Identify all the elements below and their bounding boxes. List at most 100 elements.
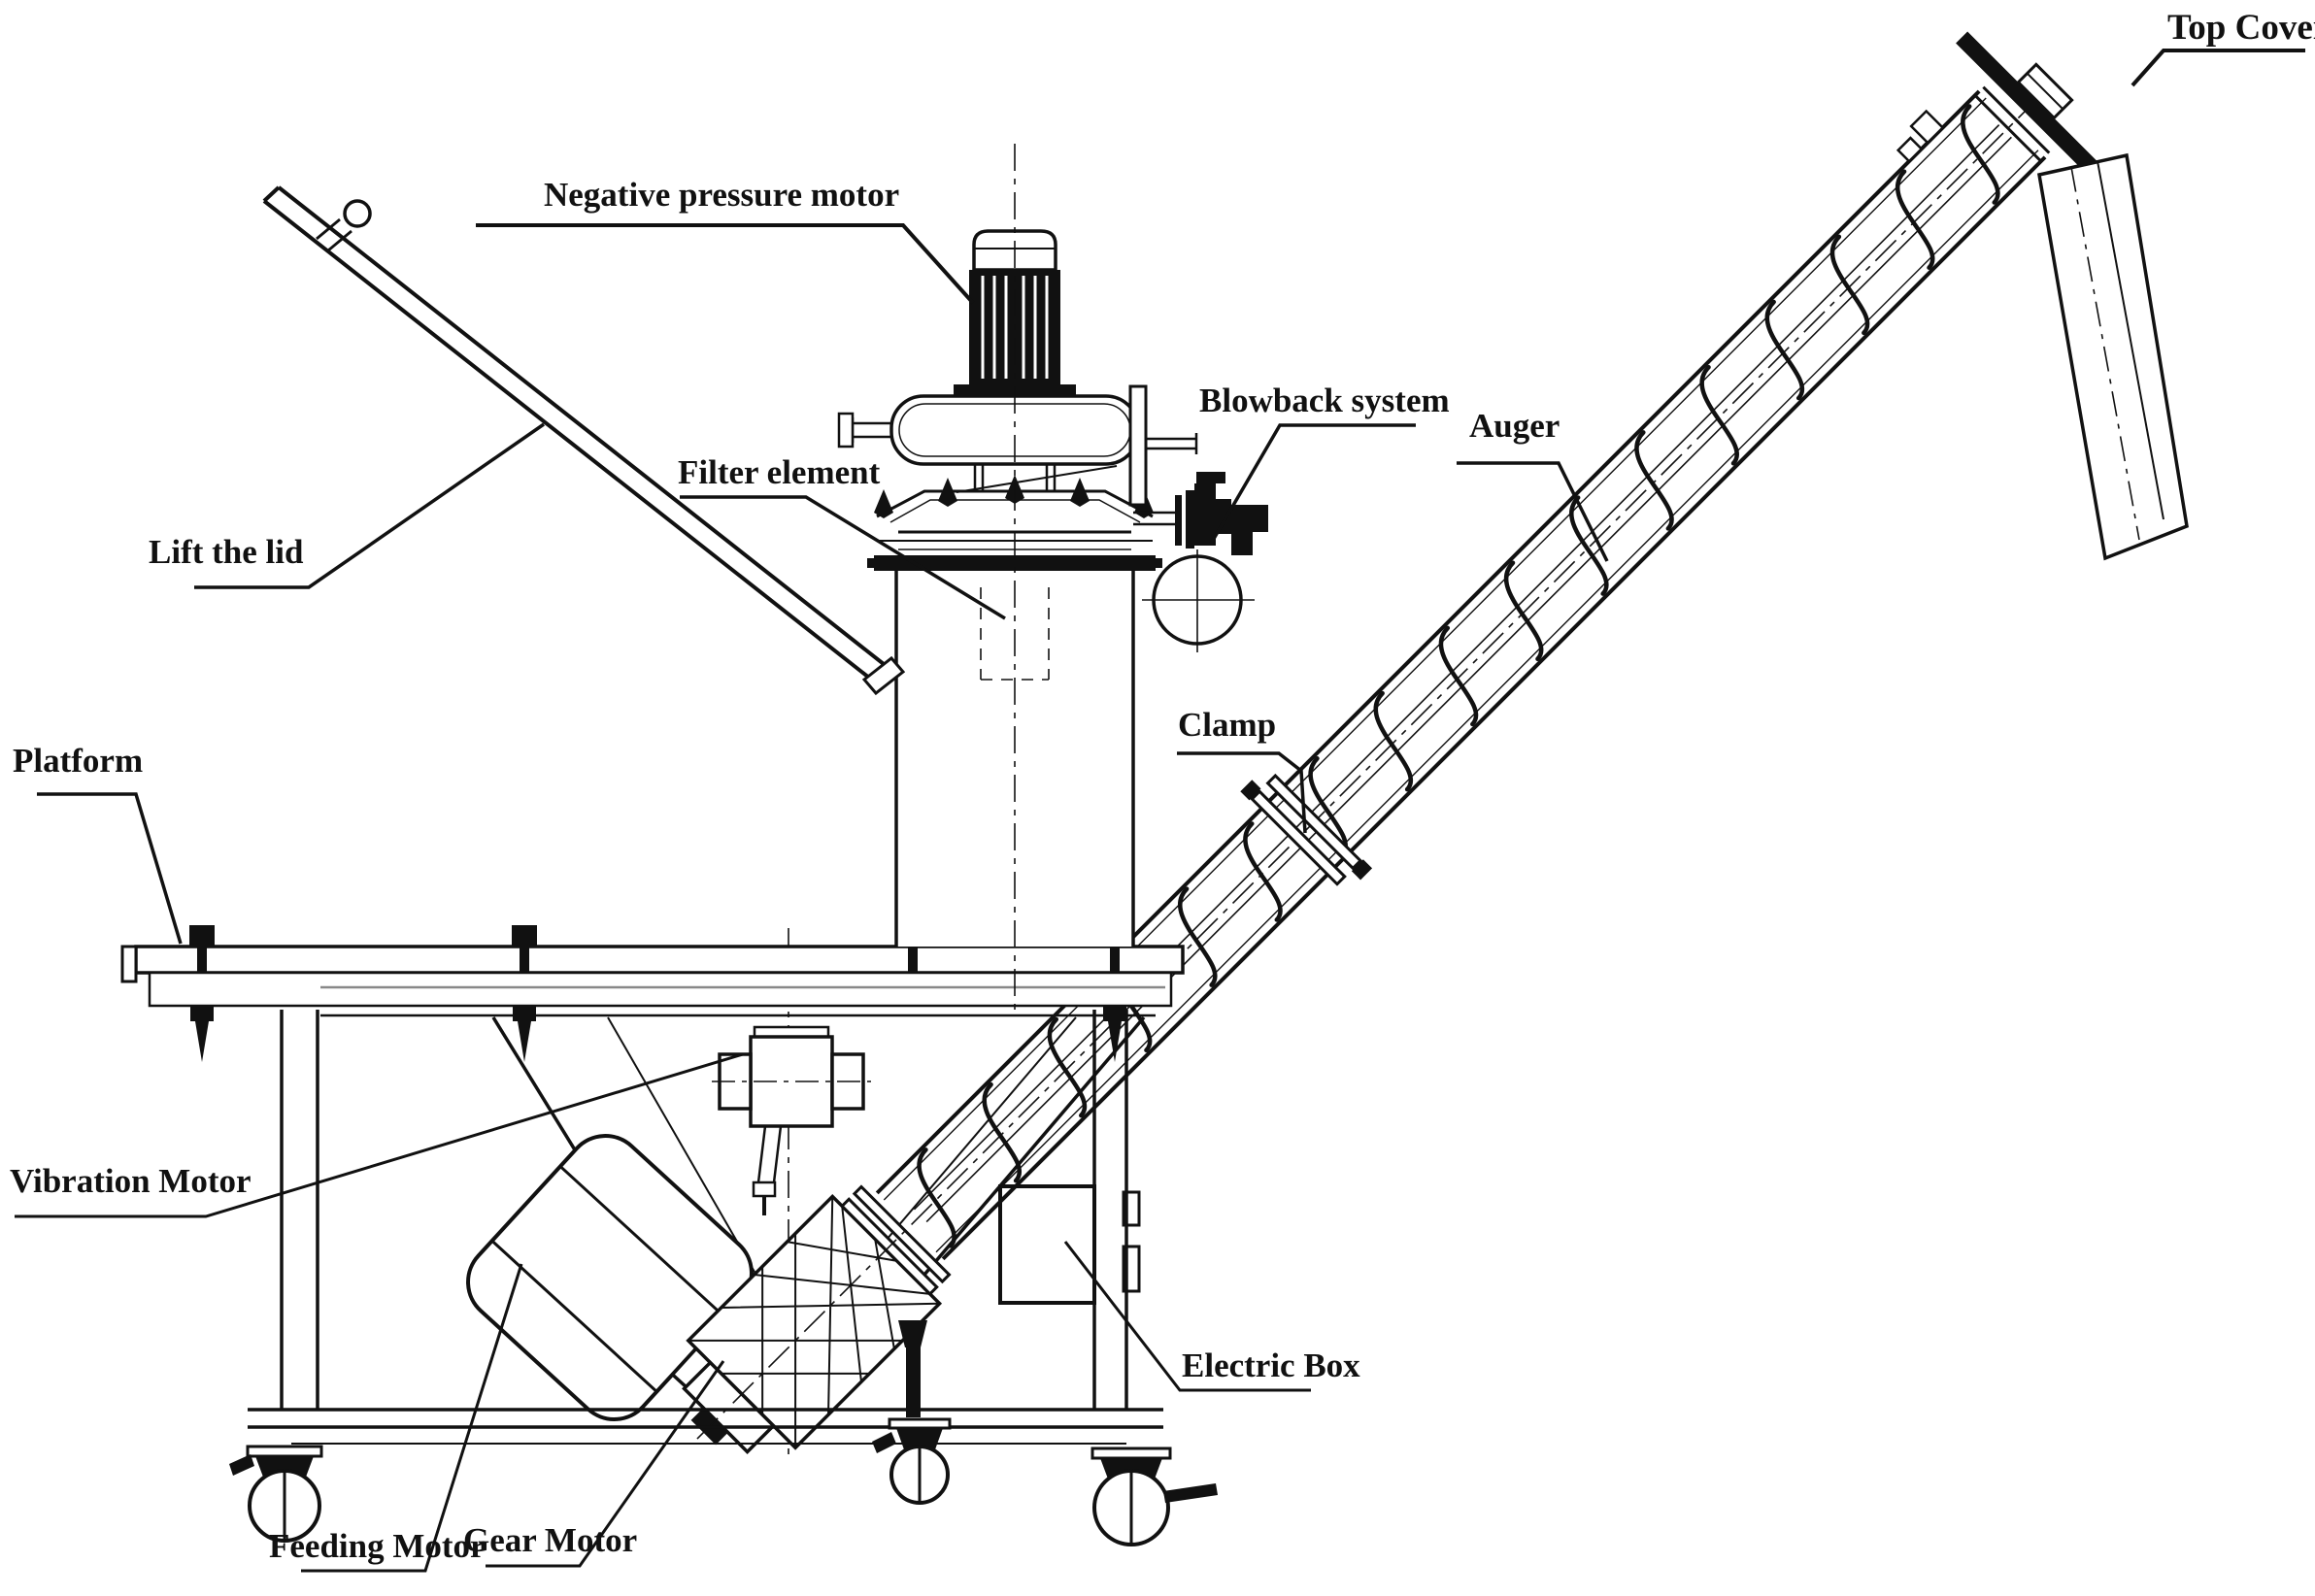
- clamp-band-1: [1250, 789, 1347, 886]
- frame-leg-right: [1092, 1010, 1128, 1410]
- label-top-cover: Top Cover: [2167, 8, 2315, 48]
- caster-plate: [246, 1445, 323, 1458]
- tube-top-bolt-2: [1909, 109, 1945, 145]
- callout-filter-element: Filter element: [678, 453, 1006, 620]
- caster-plate: [1090, 1446, 1172, 1460]
- tank-walls: [894, 560, 1135, 947]
- callout-electric-box: Electric Box: [1063, 1241, 1360, 1392]
- label-lift-the-lid: Lift the lid: [149, 533, 304, 571]
- label-filter-element: Filter element: [678, 453, 881, 491]
- callout-platform: Platform: [13, 742, 183, 945]
- tank-clamp-nub-left: [867, 558, 874, 568]
- chute-inner-wall: [2097, 160, 2164, 520]
- label-vibration-motor: Vibration Motor: [10, 1162, 252, 1200]
- caster-right: [1090, 1446, 1218, 1546]
- caster-plate: [888, 1417, 952, 1430]
- frame: [248, 1010, 1163, 1445]
- caster-brake: [1163, 1483, 1218, 1503]
- callouts: Top Cover Negative pressure motor Blowba…: [10, 8, 2315, 1573]
- caster-hanger-pin: [906, 1345, 921, 1417]
- leader-auger: [1457, 461, 1609, 562]
- lid-struts: [973, 464, 1057, 490]
- caster-hanger-nut: [898, 1320, 927, 1347]
- callout-auger: Auger: [1457, 407, 1609, 562]
- blower-left-fitting: [837, 412, 855, 449]
- vibration-motor-probe-tip: [752, 1180, 777, 1198]
- blowback-valve-top: [1196, 472, 1225, 483]
- callout-blowback-system: Blowback system: [1199, 382, 1450, 545]
- blowback-valve-body: [1194, 483, 1216, 546]
- blowback-flange-2: [1186, 490, 1194, 549]
- electric-box-body: [998, 1184, 1096, 1305]
- vibration-motor-probe: [756, 1125, 783, 1183]
- blowback-elbow: [1231, 505, 1268, 555]
- isolator-bolt: [512, 925, 537, 1062]
- caster-fork: [896, 1428, 943, 1452]
- lifted-lid: [262, 185, 906, 696]
- caster-brake: [229, 1454, 254, 1476]
- blowback-system: [1133, 472, 1268, 652]
- top-cover: [1956, 31, 2105, 181]
- callout-negative-pressure-motor: Negative pressure motor: [476, 176, 975, 305]
- leader-clamp: [1177, 751, 1307, 834]
- leader-electric-box: [1063, 1241, 1311, 1392]
- callout-lift-the-lid: Lift the lid: [149, 422, 545, 589]
- tank-clamp-band: [874, 555, 1156, 571]
- caster-left: [229, 1445, 323, 1543]
- clamp-nut-top: [1240, 780, 1261, 801]
- auger-centerline: [696, 85, 2051, 1440]
- chute-outline: [2036, 152, 2189, 561]
- electric-box: [998, 1184, 1141, 1305]
- blowback-flange-1: [1175, 495, 1182, 546]
- dust-collector-column: [837, 144, 1268, 1010]
- auger-tube-inner-walls: [883, 97, 2039, 1253]
- leader-feeding-motor: [301, 1263, 523, 1573]
- label-negative-pressure-motor: Negative pressure motor: [544, 176, 899, 214]
- leader-vibration-motor: [15, 1052, 744, 1218]
- lid-bar: [262, 185, 890, 683]
- leader-gear-motor: [486, 1360, 725, 1568]
- platform: [120, 945, 1185, 1008]
- motor-fins: [981, 276, 1049, 379]
- label-clamp: Clamp: [1178, 706, 1276, 744]
- platform-top-beam: [134, 945, 1185, 975]
- label-blowback-system: Blowback system: [1199, 382, 1450, 419]
- clamp: [1240, 773, 1373, 886]
- label-electric-box: Electric Box: [1182, 1347, 1360, 1384]
- leader-blowback-system: [1209, 423, 1416, 545]
- leader-platform: [37, 792, 183, 945]
- caster-brake: [872, 1432, 896, 1453]
- leader-filter-element: [680, 495, 1006, 620]
- clamp-band-2: [1265, 773, 1363, 871]
- tank-clamp-nub-right: [1156, 558, 1162, 568]
- lid-tie-rod: [956, 465, 1118, 493]
- lid-knob-ring: [343, 199, 372, 228]
- isolator-bolt: [189, 925, 215, 1062]
- leader-lift-the-lid: [194, 422, 545, 589]
- callout-vibration-motor: Vibration Motor: [10, 1052, 744, 1218]
- lid-tip-clasp: [861, 655, 906, 696]
- blower-outlet-flange: [1128, 384, 1148, 507]
- label-platform: Platform: [13, 742, 143, 780]
- clamp-nut-bottom: [1351, 859, 1373, 881]
- filter-element-hidden: [980, 587, 1050, 681]
- caster-middle: [872, 1417, 952, 1505]
- leader-negative-pressure-motor: [476, 223, 975, 305]
- callout-top-cover: Top Cover: [2130, 8, 2315, 87]
- frame-bottom-rail: [248, 1408, 1163, 1429]
- frame-leg-left: [280, 1010, 319, 1410]
- blowback-valve-outlet: [1216, 499, 1231, 534]
- blower-outlet-stub: [1146, 433, 1198, 454]
- discharge-chute: [2036, 152, 2189, 561]
- auger-tube: [696, 85, 2051, 1440]
- callout-feeding-motor: Feeding Motor: [269, 1263, 523, 1573]
- auger-assembly: [682, 31, 2105, 1454]
- label-gear-motor: Gear Motor: [463, 1521, 637, 1559]
- callout-gear-motor: Gear Motor: [463, 1360, 725, 1568]
- blowback-pipe: [1133, 511, 1177, 526]
- top-cover-hub-line: [2026, 72, 2064, 111]
- label-feeding-motor: Feeding Motor: [269, 1527, 486, 1565]
- hopper-right-wall-inner: [852, 1016, 1077, 1280]
- tube-end-cap: [1973, 85, 2051, 163]
